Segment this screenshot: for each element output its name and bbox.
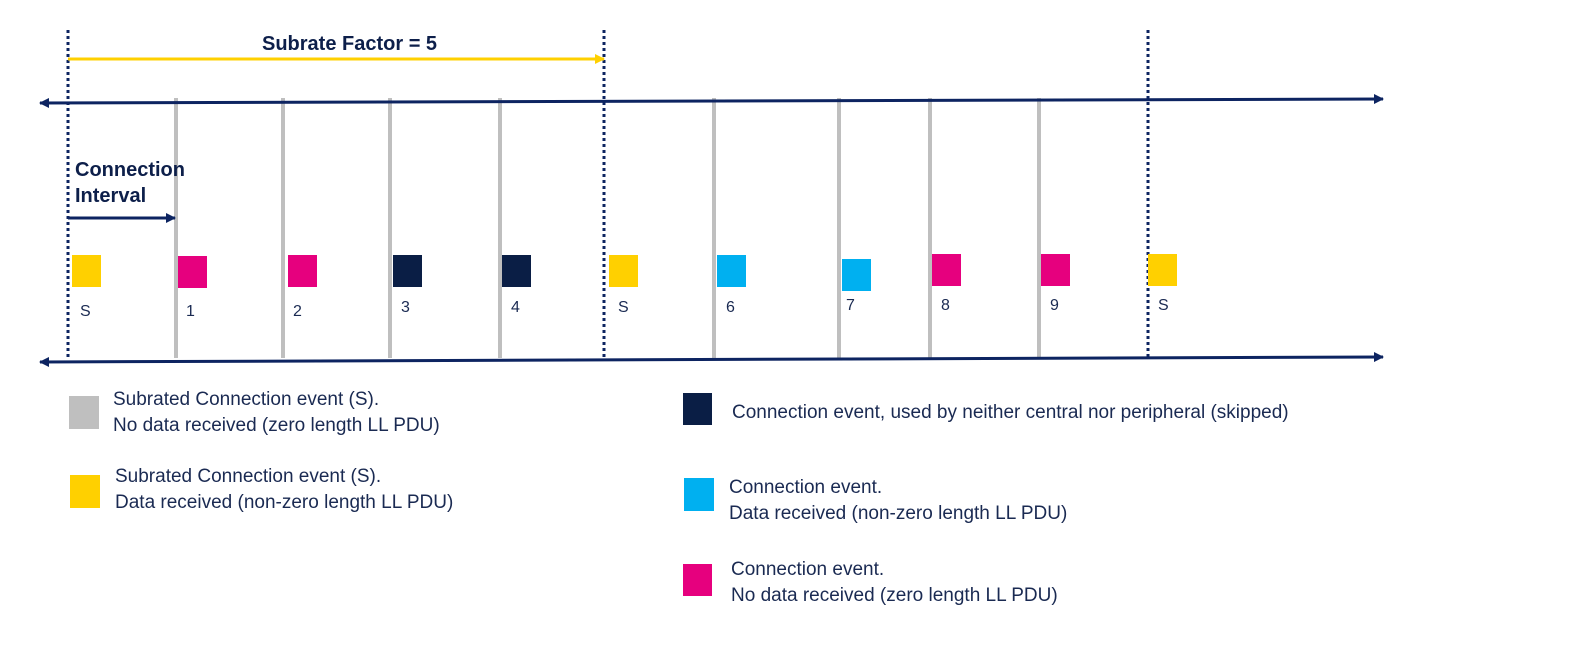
- event-label: 2: [293, 303, 302, 320]
- legend-subrated-no-data-line1: Subrated Connection event (S).: [113, 389, 379, 410]
- legend-swatch-subrated-data: [70, 475, 100, 508]
- event-label: 7: [846, 297, 855, 314]
- subrate-factor-label: Subrate Factor = 5: [262, 33, 437, 55]
- legend-item-no-data: Connection event. No data received (zero…: [683, 559, 1058, 606]
- event-label: 9: [1050, 297, 1059, 314]
- event-square-data: [717, 255, 746, 287]
- legend-item-data: Connection event. Data received (non-zer…: [684, 477, 1067, 524]
- legend-swatch-no-data: [683, 564, 712, 596]
- legend-subrated-data-line1: Subrated Connection event (S).: [115, 466, 381, 487]
- event-label: S: [618, 299, 629, 316]
- event-label: 8: [941, 297, 950, 314]
- event-square-subrated-data: [72, 255, 101, 287]
- legend-item-subrated-no-data: Subrated Connection event (S). No data r…: [69, 389, 440, 436]
- legend-swatch-subrated-no-data: [69, 396, 99, 429]
- event-square-no-data: [1041, 254, 1070, 286]
- legend-swatch-data: [684, 478, 714, 511]
- event-square-subrated-data: [1148, 254, 1177, 286]
- legend-subrated-no-data-line2: No data received (zero length LL PDU): [113, 415, 440, 436]
- bottom-timeline-axis: [39, 352, 1384, 367]
- event-marks: S 1 2 3 4 S 6 7 8 9 S: [72, 254, 1177, 320]
- legend-item-subrated-data: Subrated Connection event (S). Data rece…: [70, 466, 453, 513]
- legend-subrated-data-line2: Data received (non-zero length LL PDU): [115, 492, 453, 513]
- event-square-no-data: [932, 254, 961, 286]
- top-timeline-axis: [39, 94, 1384, 108]
- event-label: 6: [726, 299, 735, 316]
- event-square-data: [842, 259, 871, 291]
- event-label: 1: [186, 303, 195, 320]
- legend: Subrated Connection event (S). No data r…: [69, 389, 1289, 606]
- event-square-skipped: [502, 255, 531, 287]
- legend-data-line1: Connection event.: [729, 477, 882, 498]
- connection-interval-label-line2: Interval: [75, 185, 146, 207]
- legend-swatch-skipped: [683, 393, 712, 425]
- event-label: S: [1158, 297, 1169, 314]
- event-label: 4: [511, 299, 520, 316]
- legend-no-data-line1: Connection event.: [731, 559, 884, 580]
- event-square-no-data: [178, 256, 207, 288]
- event-label: 3: [401, 299, 410, 316]
- event-square-subrated-data: [609, 255, 638, 287]
- event-label: S: [80, 303, 91, 320]
- timeline-event-lines: [66, 30, 1150, 358]
- legend-skipped-line1: Connection event, used by neither centra…: [732, 402, 1289, 423]
- connection-interval-label-line1: Connection: [75, 159, 185, 181]
- event-square-no-data: [288, 255, 317, 287]
- legend-no-data-line2: No data received (zero length LL PDU): [731, 585, 1058, 606]
- event-square-skipped: [393, 255, 422, 287]
- legend-data-line2: Data received (non-zero length LL PDU): [729, 503, 1067, 524]
- legend-item-skipped: Connection event, used by neither centra…: [683, 393, 1289, 425]
